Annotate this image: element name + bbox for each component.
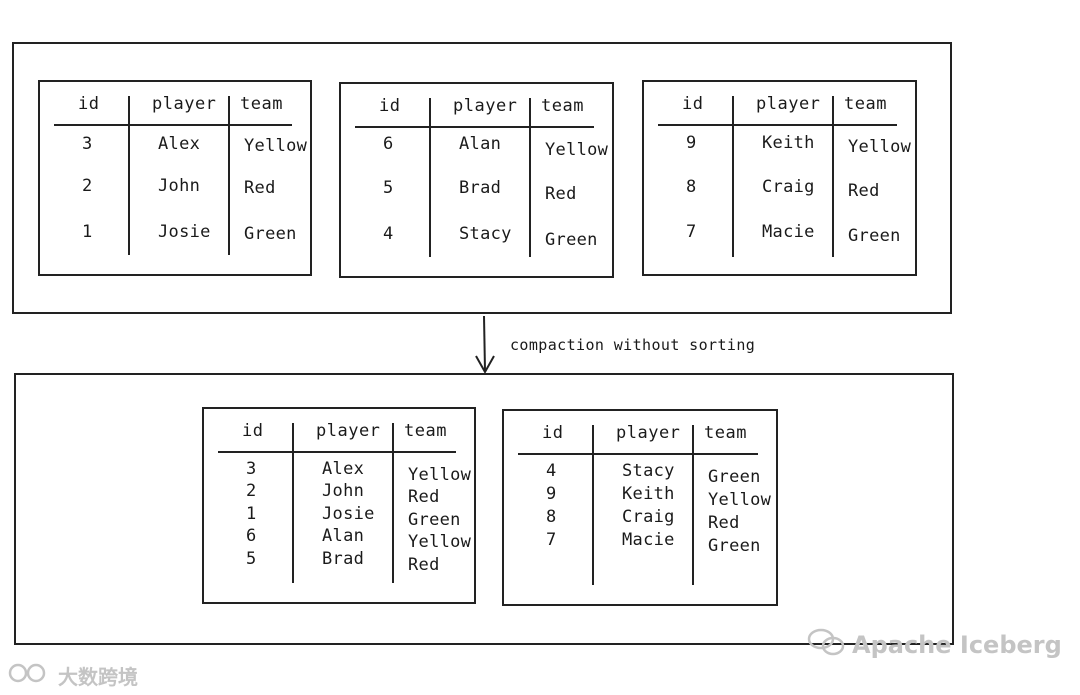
- after-table-1: [202, 407, 476, 604]
- after-table-1-row-3-id: 1: [246, 504, 257, 524]
- before-table-2-row-2-id: 5: [383, 178, 394, 198]
- before-table-2-header-line: [355, 126, 594, 128]
- after-table-2-row-1-player: Stacy: [622, 461, 675, 481]
- before-table-1-col-divider-2: [228, 96, 230, 255]
- before-table-3-row-3-team: Green: [848, 226, 901, 246]
- after-table-1-row-3-team: Green: [408, 510, 461, 530]
- before-table-1-row-3-team: Green: [244, 224, 297, 244]
- after-table-2-row-3-team: Red: [708, 513, 740, 533]
- after-table-1-row-5-team: Red: [408, 555, 440, 575]
- before-table-2-row-3-id: 4: [383, 224, 394, 244]
- before-table-3-col-divider-1: [732, 96, 734, 257]
- after-table-1-row-1-team: Yellow: [408, 465, 472, 485]
- after-table-2-row-3-player: Craig: [622, 507, 675, 527]
- after-table-1-row-4-team: Yellow: [408, 532, 472, 552]
- before-table-1-row-2-player: John: [158, 176, 201, 196]
- after-table-2-row-2-id: 9: [546, 484, 557, 504]
- before-table-1-row-2-team: Red: [244, 178, 276, 198]
- watermark-right-text: Apache Iceberg: [852, 631, 1062, 659]
- before-table-2-row-3-player: Stacy: [459, 224, 512, 244]
- after-table-1-row-5-id: 5: [246, 549, 257, 569]
- before-table-1-header-line: [54, 124, 292, 126]
- after-table-1-row-3-player: Josie: [322, 504, 375, 524]
- after-table-1-header-team: team: [404, 421, 447, 441]
- before-table-3-row-3-player: Macie: [762, 222, 815, 242]
- after-table-1-col-divider-2: [392, 423, 394, 583]
- after-table-2-row-4-team: Green: [708, 536, 761, 556]
- after-table-1-row-1-id: 3: [246, 459, 257, 479]
- before-table-2-row-2-player: Brad: [459, 178, 502, 198]
- before-table-1-col-divider-1: [128, 96, 130, 255]
- after-table-2-header-team: team: [704, 423, 747, 443]
- before-table-2-row-2-team: Red: [545, 184, 577, 204]
- before-table-1: [38, 80, 312, 276]
- before-table-2-col-divider-1: [429, 98, 431, 257]
- after-table-1-row-2-id: 2: [246, 481, 257, 501]
- after-table-2-col-divider-2: [692, 425, 694, 585]
- before-table-1-header-id: id: [78, 94, 100, 114]
- before-table-3-row-1-team: Yellow: [848, 137, 912, 157]
- after-compaction-container: [14, 373, 954, 645]
- before-table-2-header-player: player: [453, 96, 518, 116]
- after-table-2-row-1-team: Green: [708, 467, 761, 487]
- watermark-left-text: 大数跨境: [58, 665, 138, 689]
- after-table-1-row-4-id: 6: [246, 526, 257, 546]
- before-table-2: [339, 82, 614, 278]
- before-table-2-header-team: team: [541, 96, 584, 116]
- after-table-2-header-player: player: [616, 423, 681, 443]
- before-table-3-header-id: id: [682, 94, 704, 114]
- before-table-1-row-2-id: 2: [82, 176, 93, 196]
- after-table-1-row-2-player: John: [322, 481, 365, 501]
- before-table-3-header-team: team: [844, 94, 887, 114]
- before-table-3-row-2-team: Red: [848, 181, 880, 201]
- after-table-1-col-divider-1: [292, 423, 294, 583]
- before-table-3: [642, 80, 917, 276]
- after-table-2-row-4-player: Macie: [622, 530, 675, 550]
- after-table-2-header-line: [518, 453, 758, 455]
- after-table-1-header-line: [218, 451, 456, 453]
- after-table-2-row-2-team: Yellow: [708, 490, 772, 510]
- before-table-3-header-player: player: [756, 94, 821, 114]
- before-table-3-col-divider-2: [832, 96, 834, 257]
- after-table-1-row-1-player: Alex: [322, 459, 365, 479]
- after-table-1-row-4-player: Alan: [322, 526, 365, 546]
- before-table-2-row-1-team: Yellow: [545, 140, 609, 160]
- watermark-apache-iceberg: Apache Iceberg: [806, 627, 1062, 663]
- before-table-2-row-1-player: Alan: [459, 134, 502, 154]
- before-table-1-row-1-team: Yellow: [244, 136, 308, 156]
- before-table-1-header-player: player: [152, 94, 217, 114]
- after-table-2-row-4-id: 7: [546, 530, 557, 550]
- before-table-2-row-3-team: Green: [545, 230, 598, 250]
- before-table-1-row-1-id: 3: [82, 134, 93, 154]
- after-table-2-row-1-id: 4: [546, 461, 557, 481]
- before-table-3-row-1-player: Keith: [762, 133, 815, 153]
- before-table-3-header-line: [658, 124, 897, 126]
- before-table-2-col-divider-2: [529, 98, 531, 257]
- before-table-1-row-1-player: Alex: [158, 134, 201, 154]
- watermark-dashu-kuajing: 大数跨境: [8, 661, 138, 690]
- after-table-1-row-5-player: Brad: [322, 549, 365, 569]
- before-table-1-row-3-id: 1: [82, 222, 93, 242]
- after-table-1-header-id: id: [242, 421, 264, 441]
- after-table-1-row-2-team: Red: [408, 487, 440, 507]
- before-table-2-row-1-id: 6: [383, 134, 394, 154]
- before-table-2-header-id: id: [379, 96, 401, 116]
- before-table-3-row-1-id: 9: [686, 133, 697, 153]
- before-table-1-header-team: team: [240, 94, 283, 114]
- before-table-1-row-3-player: Josie: [158, 222, 211, 242]
- after-table-2: [502, 409, 778, 606]
- before-table-3-row-2-id: 8: [686, 177, 697, 197]
- logo-icon: [8, 662, 52, 689]
- after-table-1-header-player: player: [316, 421, 381, 441]
- arrow-label: compaction without sorting: [510, 336, 756, 354]
- after-table-2-header-id: id: [542, 423, 564, 443]
- before-table-3-row-3-id: 7: [686, 222, 697, 242]
- after-table-2-col-divider-1: [592, 425, 594, 585]
- after-table-2-row-2-player: Keith: [622, 484, 675, 504]
- after-table-2-row-3-id: 8: [546, 507, 557, 527]
- wechat-icon: [806, 627, 846, 663]
- before-table-3-row-2-player: Craig: [762, 177, 815, 197]
